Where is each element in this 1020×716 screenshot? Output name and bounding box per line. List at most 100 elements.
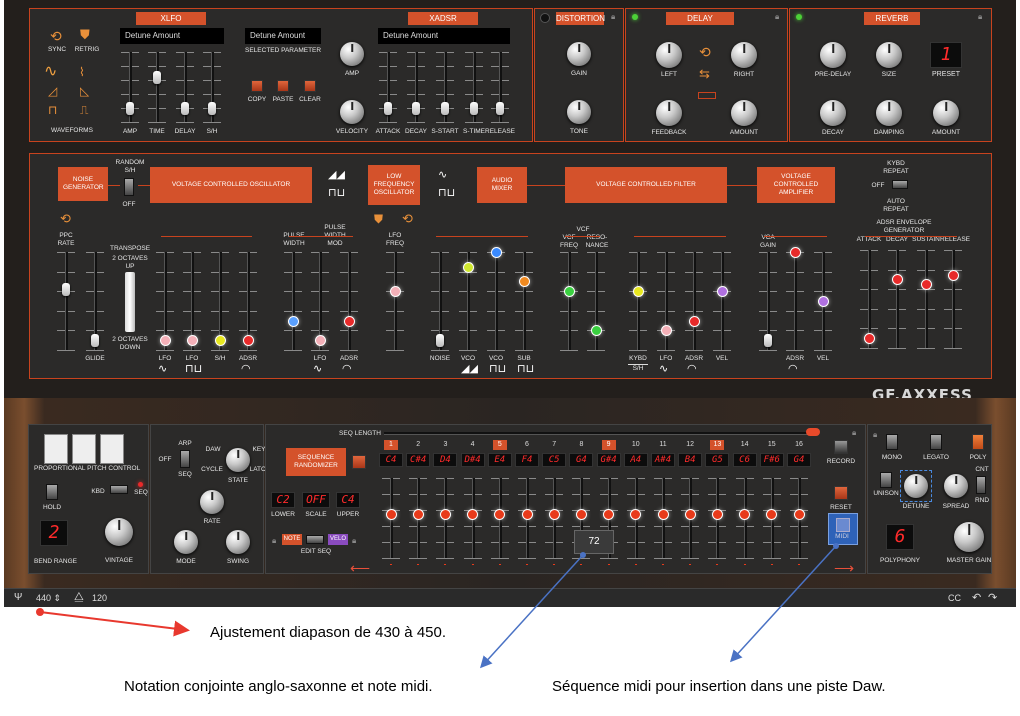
step-note-display[interactable]: F#6 (759, 453, 784, 467)
step-note-display[interactable]: A4 (623, 453, 648, 467)
xadsr-s-time-slider-handle[interactable] (470, 102, 478, 115)
predelay-knob[interactable] (820, 42, 846, 68)
unison-button[interactable] (880, 472, 892, 488)
edit-seq-lock-icon[interactable]: 🔒︎ (272, 536, 277, 545)
seq-forward-arrow-icon[interactable]: ⟶ (834, 560, 855, 576)
step-gate-dot[interactable] (580, 564, 583, 565)
cc-button[interactable]: CC (948, 593, 961, 603)
saw-down-icon[interactable]: ◺ (80, 84, 90, 98)
pitch-key-flat[interactable] (44, 434, 68, 464)
vcf-lfo-slider-handle[interactable] (660, 325, 672, 337)
vco-lfo-2-slider-handle[interactable] (186, 335, 198, 347)
step-10-slider-handle[interactable] (630, 509, 642, 520)
tuning-fork-icon[interactable]: Ψ (14, 592, 23, 603)
vco-sh-slider-handle[interactable] (214, 335, 226, 347)
preset-display[interactable]: 1 (930, 42, 962, 68)
sine-wave-icon[interactable]: ∿ (44, 63, 58, 80)
legato-button[interactable] (930, 434, 942, 450)
delay-power-icon[interactable] (632, 14, 638, 20)
delay-mode-button[interactable] (698, 92, 716, 99)
step-gate-dot[interactable] (743, 564, 746, 565)
step-gate-dot[interactable] (607, 564, 610, 565)
step-note-display[interactable]: C4 (379, 453, 403, 467)
env-sustain-slider-handle[interactable] (920, 279, 932, 291)
vcf-freq-slider-handle[interactable] (563, 286, 575, 298)
xlfo-delay-slider-handle[interactable] (181, 102, 189, 115)
gain-knob[interactable] (567, 42, 591, 66)
xlfo-sh-slider-handle[interactable] (208, 102, 216, 115)
vco-adsr-slider-handle[interactable] (242, 335, 254, 347)
lower-display[interactable]: C2 (271, 492, 295, 508)
detune-knob[interactable] (904, 474, 928, 498)
delay-pingpong-icon[interactable]: ⇆ (699, 66, 710, 81)
triangle-wave-icon[interactable]: ⌇ (79, 65, 85, 79)
tone-knob[interactable] (567, 100, 591, 124)
redo-icon[interactable]: ↷ (988, 592, 998, 604)
pitch-key-natural[interactable] (72, 434, 96, 464)
pulse-width-slider-handle[interactable] (287, 315, 299, 327)
saw-up-icon[interactable]: ◿ (48, 84, 58, 98)
step-note-display[interactable]: C5 (542, 453, 567, 467)
rate-knob[interactable] (200, 490, 224, 514)
ppc-rate-slider-handle[interactable] (62, 283, 70, 297)
step-note-display[interactable]: B4 (678, 453, 703, 467)
mode-knob[interactable] (174, 530, 198, 554)
vca-adsr-slider-handle[interactable] (789, 247, 801, 258)
pwm-adsr-slider-handle[interactable] (343, 315, 355, 327)
sync-icon[interactable]: ⟲ (50, 28, 62, 44)
copy-button[interactable] (251, 80, 263, 92)
paste-button[interactable] (277, 80, 289, 92)
polyphony-display[interactable]: 6 (886, 524, 914, 550)
step-note-display[interactable]: D#4 (460, 453, 485, 467)
step-gate-dot[interactable] (471, 564, 474, 565)
seq-back-arrow-icon[interactable]: ⟵ (350, 560, 371, 576)
kybd-repeat-switch[interactable] (892, 180, 908, 189)
step-note-display[interactable]: A#4 (651, 453, 675, 467)
pwm-lfo-slider-handle[interactable] (314, 335, 326, 347)
step-gate-dot[interactable] (526, 564, 528, 565)
ppc-sync-icon[interactable]: ⟲ (60, 211, 71, 226)
reverb-amount-knob[interactable] (933, 100, 959, 126)
right-knob[interactable] (731, 42, 757, 68)
arp-switch[interactable] (180, 450, 190, 468)
reverb-decay-knob[interactable] (820, 100, 846, 126)
swing-knob[interactable] (226, 530, 250, 554)
vcf-vel-slider-handle[interactable] (716, 286, 728, 298)
square-wave-icon[interactable]: ⊓ (48, 103, 58, 117)
tuning-value[interactable]: 440 ⇕ (36, 593, 62, 603)
spread-knob[interactable] (944, 474, 968, 498)
step-6-slider-handle[interactable] (521, 509, 533, 520)
damping-knob[interactable] (876, 100, 902, 126)
step-12-slider-handle[interactable] (684, 509, 696, 520)
step-4-slider-handle[interactable] (467, 509, 479, 520)
lfo-freq-slider-handle[interactable] (389, 286, 401, 298)
step-gate-dot[interactable] (662, 564, 664, 565)
seq-length-handle[interactable] (806, 428, 820, 436)
randomize-button[interactable] (352, 455, 366, 469)
step-13-slider-handle[interactable] (711, 509, 723, 520)
poly-button[interactable] (972, 434, 984, 450)
random-wave-icon[interactable]: ⎍ (80, 103, 89, 117)
lfo-freq-retrig-icon[interactable]: ⛊ (374, 212, 384, 226)
step-note-display[interactable]: G5 (705, 453, 730, 467)
step-gate-dot[interactable] (444, 564, 447, 565)
scale-display[interactable]: OFF (302, 492, 330, 508)
hold-switch[interactable] (46, 484, 58, 500)
vca-vel-slider-handle[interactable] (817, 296, 829, 307)
left-knob[interactable] (656, 42, 682, 68)
step-5-slider-handle[interactable] (494, 509, 506, 520)
xadsr-decay-slider-handle[interactable] (412, 102, 420, 115)
lfo-freq-sync-icon[interactable]: ⟲ (402, 211, 413, 226)
step-9-slider-handle[interactable] (603, 509, 615, 520)
step-1-slider-handle[interactable] (385, 509, 397, 520)
step-gate-dot[interactable] (770, 564, 773, 565)
feedback-knob[interactable] (656, 100, 682, 126)
xlfo-time-slider-handle[interactable] (153, 70, 161, 84)
step-gate-dot[interactable] (390, 564, 392, 565)
glide-slider-handle[interactable] (91, 334, 99, 348)
pitch-key-sharp[interactable] (100, 434, 124, 464)
transpose-switch[interactable] (125, 272, 135, 332)
step-note-display[interactable]: F4 (515, 453, 539, 467)
tempo-value[interactable]: 120 (92, 593, 108, 603)
seq-length-slider[interactable] (384, 432, 816, 435)
